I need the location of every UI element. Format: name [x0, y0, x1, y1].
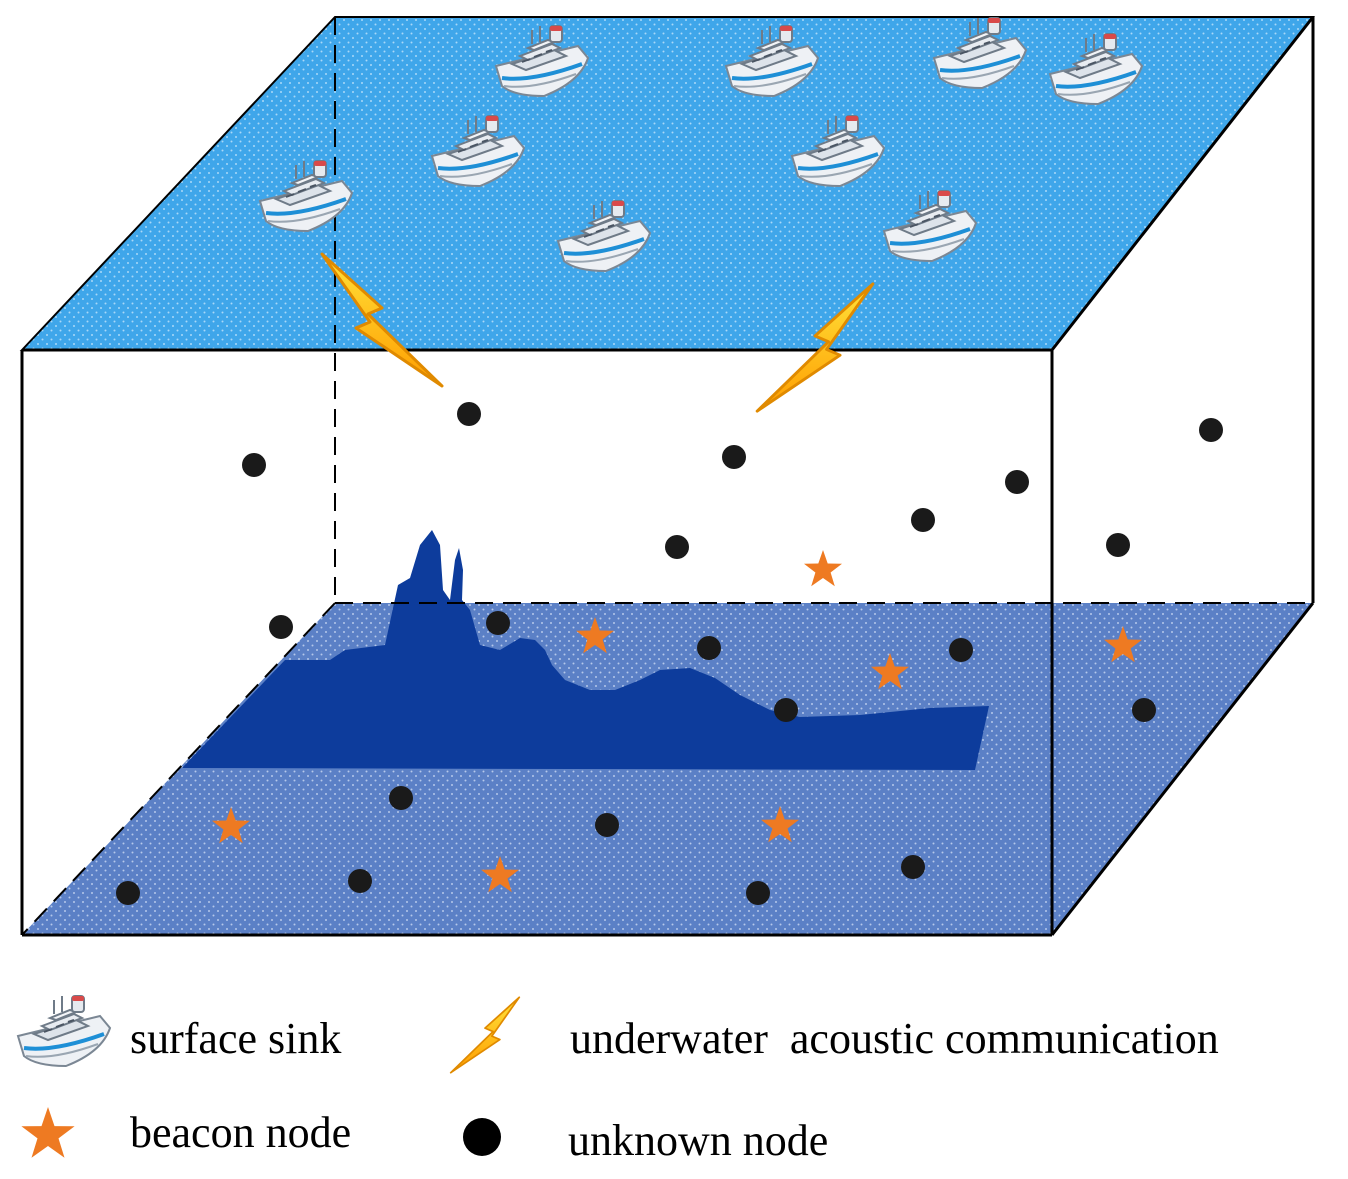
- unknown-node: [242, 453, 266, 477]
- legend: surface sink underwater acoustic communi…: [16, 994, 1219, 1165]
- unknown-node: [1132, 698, 1156, 722]
- legend-unknown-node-icon: [463, 1118, 501, 1156]
- beacon-node: [576, 617, 614, 654]
- beacon-nodes: [212, 550, 1142, 893]
- unknown-node: [269, 615, 293, 639]
- beacon-node: [1104, 626, 1142, 663]
- beacon-node: [804, 550, 842, 587]
- unknown-node: [774, 698, 798, 722]
- legend-acoustic-link-label: underwater acoustic communication: [570, 1014, 1219, 1063]
- hidden-edges: [21, 17, 1313, 936]
- beacon-node: [212, 807, 250, 844]
- unknown-node: [746, 881, 770, 905]
- beacon-node: [481, 856, 519, 893]
- unknown-node: [697, 636, 721, 660]
- unknown-node: [1005, 470, 1029, 494]
- box-edges: [20, 16, 1315, 937]
- unknown-node: [722, 445, 746, 469]
- beacon-star-icon: [21, 1107, 75, 1158]
- unknown-node: [116, 881, 140, 905]
- legend-beacon-node-label: beacon node: [130, 1108, 351, 1157]
- unknown-node: [389, 786, 413, 810]
- unknown-node: [595, 813, 619, 837]
- legend-surface-sink-icon: [16, 994, 112, 1068]
- unknown-node: [1199, 418, 1223, 442]
- unknown-node: [665, 535, 689, 559]
- unknown-node: [486, 611, 510, 635]
- unknown-node: [1106, 533, 1130, 557]
- legend-surface-sink-label: surface sink: [130, 1014, 341, 1063]
- unknown-node: [348, 869, 372, 893]
- unknown-node: [949, 638, 973, 662]
- beacon-node: [761, 806, 799, 843]
- unknown-node: [457, 402, 481, 426]
- unknown-node: [901, 855, 925, 879]
- beacon-node: [871, 653, 909, 690]
- legend-acoustic-link-icon: [449, 995, 521, 1075]
- seafloor-terrain: [182, 530, 989, 770]
- unknown-nodes: [116, 402, 1223, 905]
- legend-beacon-node-icon: [21, 1107, 75, 1158]
- unknown-node: [911, 508, 935, 532]
- legend-unknown-node-label: unknown node: [568, 1116, 828, 1165]
